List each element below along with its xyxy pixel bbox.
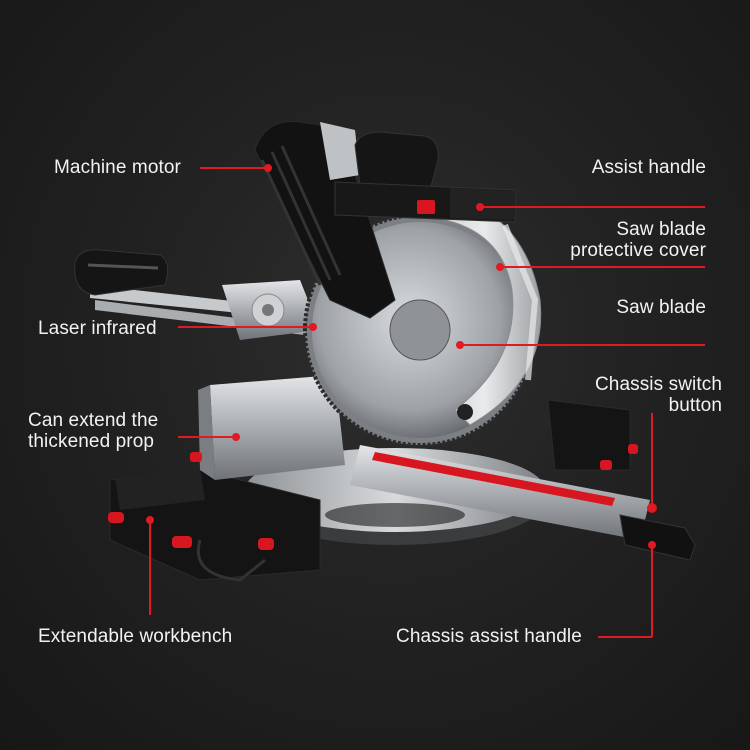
label-saw-blade: Saw blade	[616, 297, 706, 318]
leader-dot-saw-blade	[456, 341, 464, 349]
label-saw-blade-cover-line1: Saw blade	[616, 219, 706, 240]
top-handle	[334, 131, 516, 223]
leader-dot-chassis-assist	[648, 541, 656, 549]
leader-dot-saw-blade-cover	[496, 263, 504, 271]
laser-housing	[222, 280, 320, 340]
label-chassis-switch-line1: Chassis switch	[594, 374, 722, 395]
label-assist-handle: Assist handle	[591, 157, 706, 178]
left-workbench	[108, 468, 321, 582]
right-workbench	[547, 399, 638, 471]
label-extend-prop-line1: Can extend the	[28, 410, 159, 431]
label-extend-prop-line2: thickened prop	[28, 431, 155, 452]
leader-dot-extend-prop	[232, 433, 240, 441]
leader-dot-extendable-workbench	[146, 516, 154, 524]
leader-dot-machine-motor	[264, 164, 272, 172]
label-chassis-switch-line2: button	[668, 395, 722, 416]
saw-column	[190, 375, 345, 480]
leader-dot-laser-infrared	[309, 323, 317, 331]
label-extendable-workbench: Extendable workbench	[38, 626, 233, 647]
leader-dot-assist-handle	[476, 203, 484, 211]
motor-housing	[254, 121, 396, 319]
leader-dot-chassis-switch	[648, 504, 656, 512]
label-laser-infrared: Laser infrared	[38, 318, 157, 339]
label-saw-blade-cover-line2: protective cover	[570, 240, 706, 261]
blade-guard	[399, 189, 542, 426]
label-machine-motor: Machine motor	[54, 157, 181, 178]
label-chassis-assist-handle: Chassis assist handle	[396, 626, 582, 647]
front-arm	[350, 445, 696, 561]
